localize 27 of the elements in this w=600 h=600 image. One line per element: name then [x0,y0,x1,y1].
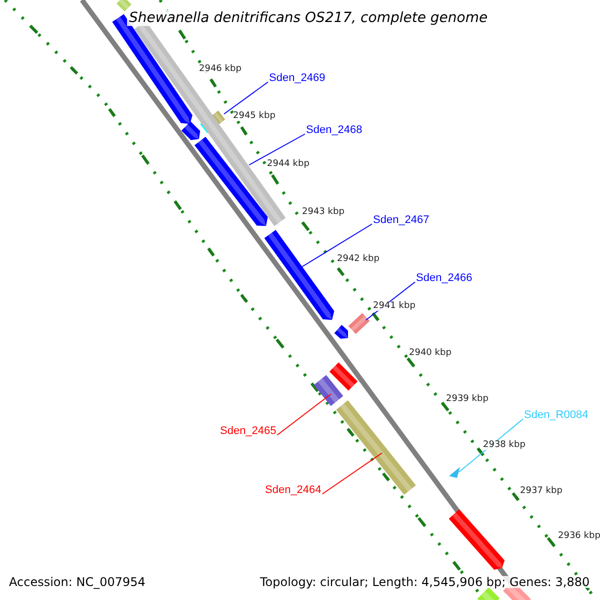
gene-label: Sden_2467 [373,215,430,226]
scale-label: 2944 kbp [267,160,310,169]
title: Shewanella denitrificans OS217, complete genome [127,10,490,26]
gene-label: Sden_2466 [416,273,472,284]
gene-bar [336,400,416,495]
gene-label: Sden_2464 [265,485,322,496]
gene-bar [314,375,344,406]
leader-line [322,452,382,494]
leader-line [276,394,332,436]
scale-label: 2936 kbp [558,532,600,541]
scale-label: 2946 kbp [199,65,242,74]
scale-label: 2937 kbp [520,487,562,496]
leader-line [300,224,372,268]
scale-label: 2943 kbp [302,208,344,217]
gene-bar [348,313,370,334]
leader-line [224,82,268,114]
gene-bar [212,110,226,124]
gene-bar [264,230,334,320]
gene-label: Sden_R0084 [524,410,588,421]
gene-marker [449,467,460,478]
scale-label: 2940 kbp [409,349,452,358]
gene-label: Sden_2469 [269,73,326,84]
footer-text: Accession: NC_007954 [9,576,146,588]
gene-label: Sden_2465 [220,426,276,437]
scale-label: 2945 kbp [233,112,276,121]
gene-label: Sden_2468 [306,125,362,136]
leader-line [248,134,306,166]
